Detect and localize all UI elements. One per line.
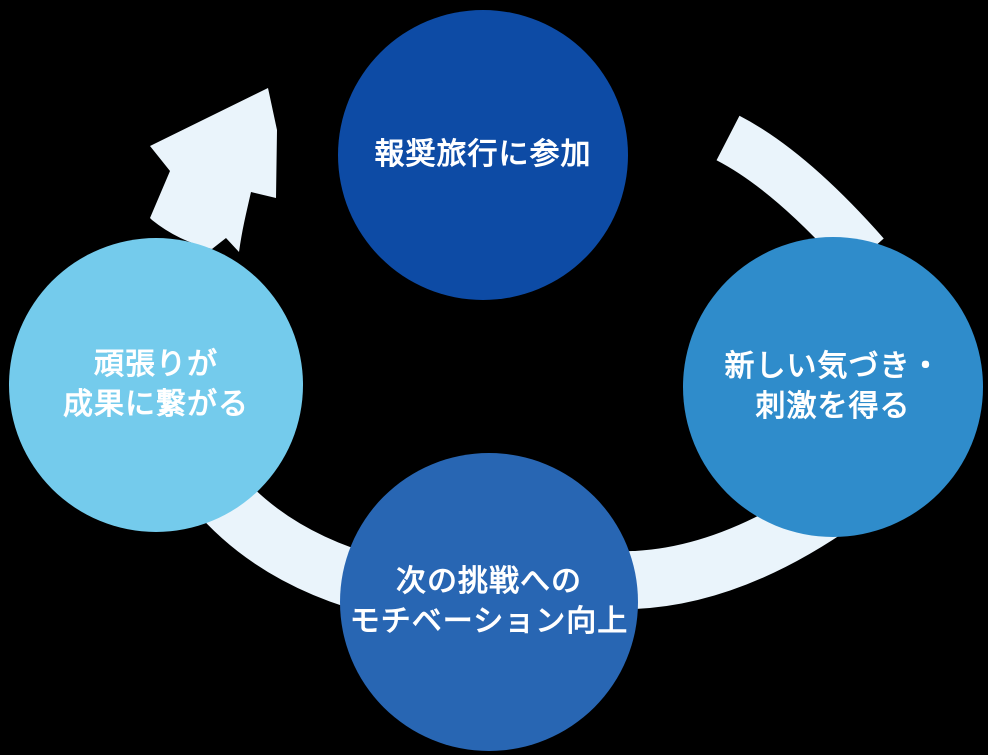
arrow-left-to-top-icon: [150, 88, 277, 252]
label-line: 報奨旅行に参加: [374, 138, 592, 172]
label-line: 頑張りが: [94, 348, 218, 382]
label-line: 次の挑戦への: [396, 565, 582, 599]
connector-top-to-right: [716, 115, 884, 272]
label-line: 刺激を得る: [755, 390, 911, 423]
label-line: 新しい気づき・: [724, 350, 942, 384]
node-effort-results-label: 頑張りが 成果に繋がる: [63, 345, 249, 424]
label-line: 成果に繋がる: [63, 388, 249, 421]
node-new-insights-label: 新しい気づき・ 刺激を得る: [725, 347, 942, 426]
node-new-insights: 新しい気づき・ 刺激を得る: [683, 237, 983, 537]
node-incentive-trip-label: 報奨旅行に参加: [375, 135, 592, 175]
label-line: モチベーション向上: [349, 605, 629, 638]
node-incentive-trip: 報奨旅行に参加: [338, 10, 628, 300]
node-motivation-up: 次の挑戦への モチベーション向上: [340, 453, 638, 751]
node-effort-results: 頑張りが 成果に繋がる: [9, 238, 303, 532]
node-motivation-up-label: 次の挑戦への モチベーション向上: [350, 562, 628, 641]
